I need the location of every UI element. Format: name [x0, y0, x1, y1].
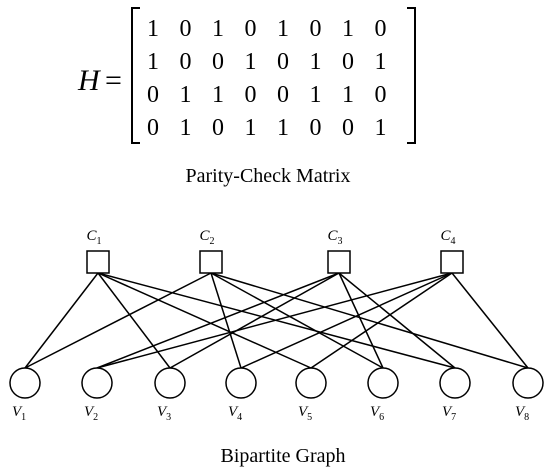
graph-edge: [96, 272, 453, 369]
graph-edge: [338, 272, 384, 369]
matrix-cell: 1: [310, 49, 322, 75]
check-nodes: C1 C2 C3 C4: [86, 228, 464, 274]
check-node-label: C3: [327, 228, 342, 247]
check-node-label: C2: [199, 228, 214, 247]
matrix-cell: 0: [245, 16, 257, 42]
variable-node-circle: [512, 367, 544, 399]
graph-edge: [169, 272, 340, 369]
variable-node: V4: [225, 367, 257, 423]
matrix-right-bracket: [407, 7, 416, 144]
graph-edge: [338, 272, 456, 369]
variable-node-label: V6: [370, 404, 384, 423]
matrix-cell: 1: [245, 49, 257, 75]
matrix-equals-sign: =: [105, 64, 122, 97]
graph-edge: [210, 272, 384, 369]
check-node: C4: [440, 228, 464, 274]
variable-node-circle: [154, 367, 186, 399]
variable-node-label: V3: [157, 404, 171, 423]
check-node-label: C4: [440, 228, 455, 247]
variable-nodes: V1 V2 V3 V4 V5 V6 V7 V8: [9, 367, 544, 423]
matrix-cell: 1: [375, 49, 387, 75]
matrix-cell: 1: [180, 115, 192, 141]
matrix-cell: 0: [375, 16, 387, 42]
matrix-cell: 1: [342, 82, 354, 108]
graph-edge: [210, 272, 242, 369]
check-node: C3: [327, 228, 351, 274]
variable-node-circle: [439, 367, 471, 399]
check-node-square: [199, 250, 223, 274]
graph-edges: [24, 272, 529, 369]
variable-node-label: V5: [298, 404, 312, 423]
variable-node-label: V1: [12, 404, 26, 423]
matrix-cell: 1: [277, 16, 289, 42]
matrix-cell: 1: [375, 115, 387, 141]
variable-node-label: V7: [442, 404, 456, 423]
check-node-label: C1: [86, 228, 101, 247]
graph-edge: [451, 272, 529, 369]
matrix-cell: 0: [245, 82, 257, 108]
matrix-cell: 0: [375, 82, 387, 108]
graph-edge: [24, 272, 212, 369]
variable-node-circle: [81, 367, 113, 399]
matrix-cell: 1: [212, 82, 224, 108]
check-node: C2: [199, 228, 223, 274]
matrix-cell: 0: [310, 115, 322, 141]
matrix-cell: 0: [212, 115, 224, 141]
matrix-cell: 0: [277, 49, 289, 75]
matrix-cell: 1: [147, 16, 159, 42]
matrix-cell: 1: [212, 16, 224, 42]
variable-node-circle: [295, 367, 327, 399]
matrix-cell: 0: [342, 49, 354, 75]
check-node-square: [440, 250, 464, 274]
check-node: C1: [86, 228, 110, 274]
variable-node-label: V8: [515, 404, 529, 423]
matrix-left-bracket: [131, 7, 140, 144]
matrix-cell: 0: [277, 82, 289, 108]
variable-node: V7: [439, 367, 471, 423]
matrix-cell: 1: [342, 16, 354, 42]
variable-node-circle: [367, 367, 399, 399]
variable-node: V2: [81, 367, 113, 423]
matrix-cell: 0: [180, 49, 192, 75]
graph-edge: [210, 272, 529, 369]
graph-edge: [24, 272, 99, 369]
matrix-cell: 0: [310, 16, 322, 42]
matrix-cell: 0: [180, 16, 192, 42]
variable-node: V8: [512, 367, 544, 423]
matrix-cell: 0: [147, 115, 159, 141]
variable-node-circle: [225, 367, 257, 399]
variable-node: V1: [9, 367, 41, 423]
bipartite-graph: C1 C2 C3 C4 V1 V2 V3 V4 V5 V6 V7 V8 Bipartite Grap…: [9, 228, 544, 467]
matrix-caption: Parity-Check Matrix: [186, 165, 351, 187]
graph-edge: [310, 272, 453, 369]
variable-node: V6: [367, 367, 399, 423]
variable-node: V5: [295, 367, 327, 423]
variable-node-circle: [9, 367, 41, 399]
graph-edge: [96, 272, 340, 369]
matrix-cell: 1: [245, 115, 257, 141]
check-node-square: [86, 250, 110, 274]
variable-node-label: V4: [228, 404, 242, 423]
variable-node-label: V2: [84, 404, 98, 423]
matrix-cell: 1: [310, 82, 322, 108]
matrix-cell: 1: [180, 82, 192, 108]
check-node-square: [327, 250, 351, 274]
variable-node: V3: [154, 367, 186, 423]
matrix-cell: 0: [342, 115, 354, 141]
matrix-cell: 0: [147, 82, 159, 108]
graph-caption: Bipartite Graph: [221, 445, 346, 467]
graph-edge: [240, 272, 453, 369]
matrix-cell: 1: [277, 115, 289, 141]
matrix-cell: 1: [147, 49, 159, 75]
matrix-symbol: H: [77, 64, 102, 97]
matrix-cell: 0: [212, 49, 224, 75]
